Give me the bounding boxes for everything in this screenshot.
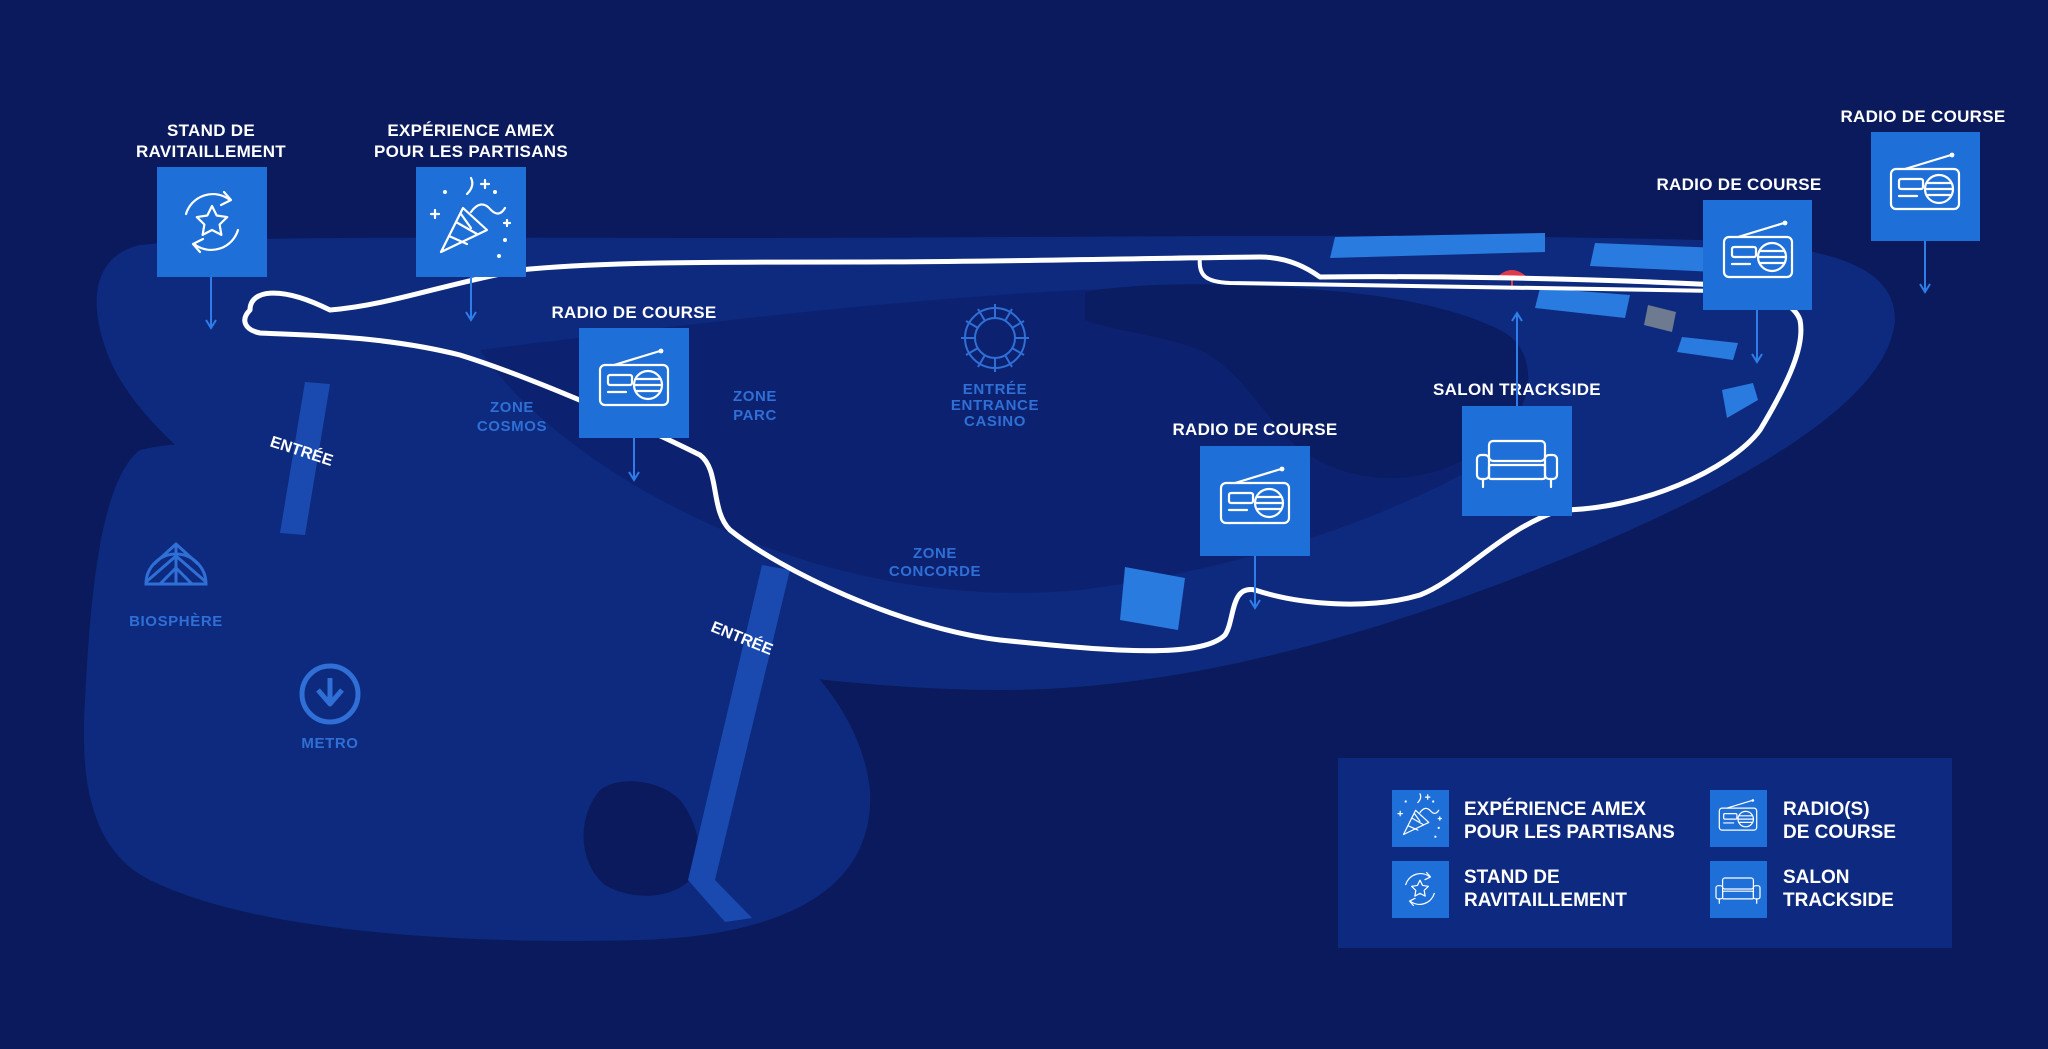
svg-text:ENTRANCE: ENTRANCE	[951, 397, 1039, 414]
svg-text:POUR LES PARTISANS: POUR LES PARTISANS	[1464, 822, 1675, 843]
svg-text:COSMOS: COSMOS	[477, 418, 547, 435]
marker-label-line1: STAND DE	[167, 121, 255, 140]
marker-radio-east[interactable]: RADIO DE COURSE	[1840, 107, 2005, 294]
zone-parc: ZONE PARC	[733, 388, 777, 424]
svg-text:ZONE: ZONE	[490, 399, 534, 416]
svg-text:DE COURSE: DE COURSE	[1783, 822, 1896, 843]
south-entrance-path	[688, 565, 790, 922]
zone-concorde: ZONE CONCORDE	[889, 545, 981, 580]
marker-label: RADIO DE COURSE	[1172, 420, 1337, 439]
marker-label: RADIO DE COURSE	[551, 303, 716, 322]
casino-basin	[1085, 284, 1529, 479]
paddock-buildings	[1120, 233, 1758, 630]
race-track	[242, 254, 1804, 654]
svg-text:PARC: PARC	[733, 407, 777, 424]
marker-label: RADIO DE COURSE	[1656, 175, 1821, 194]
biosphere-label: BIOSPHÈRE	[129, 613, 223, 630]
legend-item-radio: RADIO(S) DE COURSE	[1710, 790, 1896, 847]
marker-stand-ravitaillement[interactable]: STAND DE RAVITAILLEMENT	[136, 121, 286, 330]
svg-text:ENTRÉE: ENTRÉE	[963, 381, 1027, 398]
svg-text:EXPÉRIENCE AMEX: EXPÉRIENCE AMEX	[1464, 798, 1646, 820]
metro-icon	[299, 663, 361, 725]
marker-amex[interactable]: EXPÉRIENCE AMEX POUR LES PARTISANS	[374, 121, 568, 322]
biosphere-icon	[144, 541, 208, 586]
zone-cosmos: ZONE COSMOS	[477, 399, 547, 435]
marker-radio-cosmos[interactable]: RADIO DE COURSE	[551, 303, 716, 482]
casino-icon	[961, 304, 1029, 372]
marker-radio-concorde[interactable]: RADIO DE COURSE	[1172, 420, 1337, 610]
svg-text:RAVITAILLEMENT: RAVITAILLEMENT	[1464, 890, 1627, 911]
legend-item-amex: EXPÉRIENCE AMEX POUR LES PARTISANS	[1392, 790, 1675, 847]
marker-label-line1: EXPÉRIENCE AMEX	[387, 121, 555, 140]
svg-text:ZONE: ZONE	[913, 545, 957, 562]
pit-lane	[1197, 256, 1721, 293]
metro-label: METRO	[301, 735, 358, 752]
svg-text:CONCORDE: CONCORDE	[889, 563, 981, 580]
svg-text:RADIO(S): RADIO(S)	[1783, 799, 1870, 820]
legend: EXPÉRIENCE AMEX POUR LES PARTISANS RADIO…	[1338, 758, 1952, 948]
svg-text:TRACKSIDE: TRACKSIDE	[1783, 890, 1894, 911]
legend-item-stand: STAND DE RAVITAILLEMENT	[1392, 861, 1627, 918]
marker-label-line2: RAVITAILLEMENT	[136, 142, 286, 161]
svg-text:SALON: SALON	[1783, 867, 1850, 888]
casino-label: ENTRÉE ENTRANCE CASINO	[951, 381, 1039, 430]
svg-text:CASINO: CASINO	[964, 413, 1026, 430]
marker-label-line2: POUR LES PARTISANS	[374, 142, 568, 161]
west-entrance-path	[280, 382, 330, 535]
legend-item-salon: SALON TRACKSIDE	[1710, 861, 1894, 918]
marker-radio-paddock[interactable]: RADIO DE COURSE	[1656, 175, 1821, 364]
marker-label: RADIO DE COURSE	[1840, 107, 2005, 126]
svg-text:ZONE: ZONE	[733, 388, 777, 405]
svg-text:STAND DE: STAND DE	[1464, 867, 1560, 888]
marker-salon-trackside[interactable]: SALON TRACKSIDE	[1433, 311, 1601, 516]
pond	[583, 781, 699, 896]
